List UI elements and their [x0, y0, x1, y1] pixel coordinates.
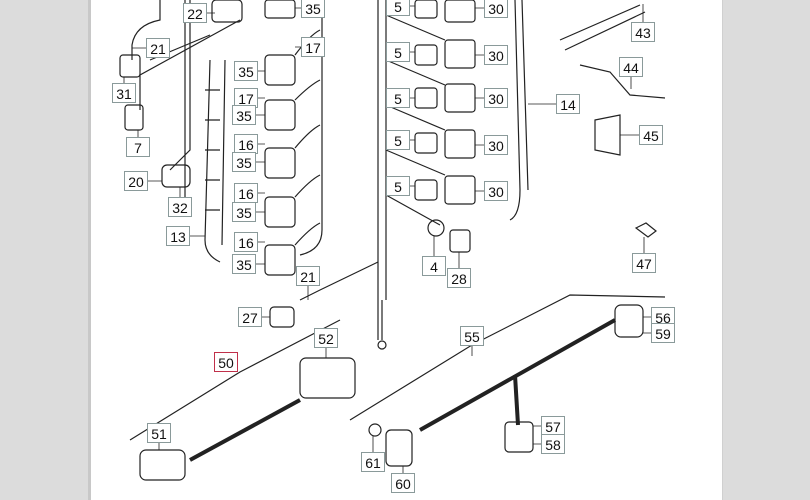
injector-connectors — [414, 0, 476, 205]
callout-5[interactable]: 5 — [386, 88, 410, 108]
connector-22 — [211, 0, 243, 23]
callout-21[interactable]: 21 — [296, 266, 320, 286]
callout-17[interactable]: 17 — [301, 37, 325, 57]
sensor-20-32 — [161, 164, 191, 188]
callout-35[interactable]: 35 — [232, 105, 256, 125]
sensor-57-58 — [504, 421, 534, 453]
harness-50 — [189, 398, 301, 462]
rail-13 — [204, 59, 226, 263]
callout-16[interactable]: 16 — [234, 232, 258, 252]
sensor-56-59 — [614, 304, 644, 338]
callout-61[interactable]: 61 — [361, 452, 385, 472]
callout-35[interactable]: 35 — [232, 254, 256, 274]
callout-55[interactable]: 55 — [460, 326, 484, 346]
callout-30[interactable]: 30 — [484, 0, 508, 18]
callout-14[interactable]: 14 — [556, 94, 580, 114]
right-panel — [722, 0, 810, 500]
bracket-43 — [559, 4, 646, 51]
harness-55 — [419, 318, 616, 432]
callout-5[interactable]: 5 — [386, 42, 410, 62]
rail-13-tabs — [205, 89, 220, 211]
bracket-line-55 — [349, 294, 666, 421]
callout-27[interactable]: 27 — [238, 307, 262, 327]
grommet-4 — [427, 219, 445, 237]
callout-30[interactable]: 30 — [484, 181, 508, 201]
connector-60 — [385, 429, 413, 467]
callout-35[interactable]: 35 — [232, 152, 256, 172]
leader-lines — [123, 4, 651, 473]
connector-52 — [299, 357, 356, 399]
callout-16[interactable]: 16 — [234, 183, 258, 203]
callout-20[interactable]: 20 — [124, 171, 148, 191]
callout-17[interactable]: 17 — [234, 88, 258, 108]
callout-21[interactable]: 21 — [146, 38, 170, 58]
wire-27 — [299, 261, 379, 301]
callout-32[interactable]: 32 — [168, 197, 192, 217]
callout-52[interactable]: 52 — [314, 328, 338, 348]
callout-16[interactable]: 16 — [234, 134, 258, 154]
callout-28[interactable]: 28 — [447, 268, 471, 288]
bracket-44 — [579, 64, 666, 99]
callout-58[interactable]: 58 — [541, 434, 565, 454]
connector-27 — [269, 306, 295, 328]
parts-diagram — [91, 0, 722, 500]
callout-13[interactable]: 13 — [166, 226, 190, 246]
main-harness — [377, 0, 387, 340]
callout-60[interactable]: 60 — [391, 473, 415, 493]
left-panel — [0, 0, 91, 500]
clip-47 — [634, 222, 657, 238]
branch-wires — [385, 14, 446, 226]
callout-22[interactable]: 22 — [183, 3, 207, 23]
connector-28 — [449, 229, 471, 253]
callout-5[interactable]: 5 — [386, 176, 410, 196]
callout-30[interactable]: 30 — [484, 45, 508, 65]
callout-50-selected[interactable]: 50 — [214, 352, 238, 372]
callout-43[interactable]: 43 — [631, 22, 655, 42]
callout-59[interactable]: 59 — [651, 323, 675, 343]
callout-7[interactable]: 7 — [126, 137, 150, 157]
callout-31[interactable]: 31 — [112, 83, 136, 103]
harness-wire — [131, 0, 191, 200]
callout-35[interactable]: 35 — [232, 202, 256, 222]
clip-61 — [368, 423, 382, 437]
callout-35[interactable]: 35 — [301, 0, 325, 18]
callout-30[interactable]: 30 — [484, 88, 508, 108]
callout-57[interactable]: 57 — [541, 416, 565, 436]
callout-4[interactable]: 4 — [422, 256, 446, 276]
bracket-45 — [594, 114, 621, 156]
bracket-line-50 — [129, 319, 341, 441]
coil-connectors — [264, 0, 323, 276]
callout-35[interactable]: 35 — [234, 61, 258, 81]
rail-14 — [509, 0, 529, 221]
connector-7 — [124, 104, 144, 131]
callout-45[interactable]: 45 — [639, 125, 663, 145]
callout-51[interactable]: 51 — [147, 423, 171, 443]
callout-30[interactable]: 30 — [484, 135, 508, 155]
callout-5[interactable]: 5 — [386, 130, 410, 150]
callout-47[interactable]: 47 — [632, 253, 656, 273]
connector-31 — [119, 54, 141, 78]
callout-5[interactable]: 5 — [386, 0, 410, 16]
connector-51 — [139, 449, 186, 481]
callout-44[interactable]: 44 — [619, 57, 643, 77]
